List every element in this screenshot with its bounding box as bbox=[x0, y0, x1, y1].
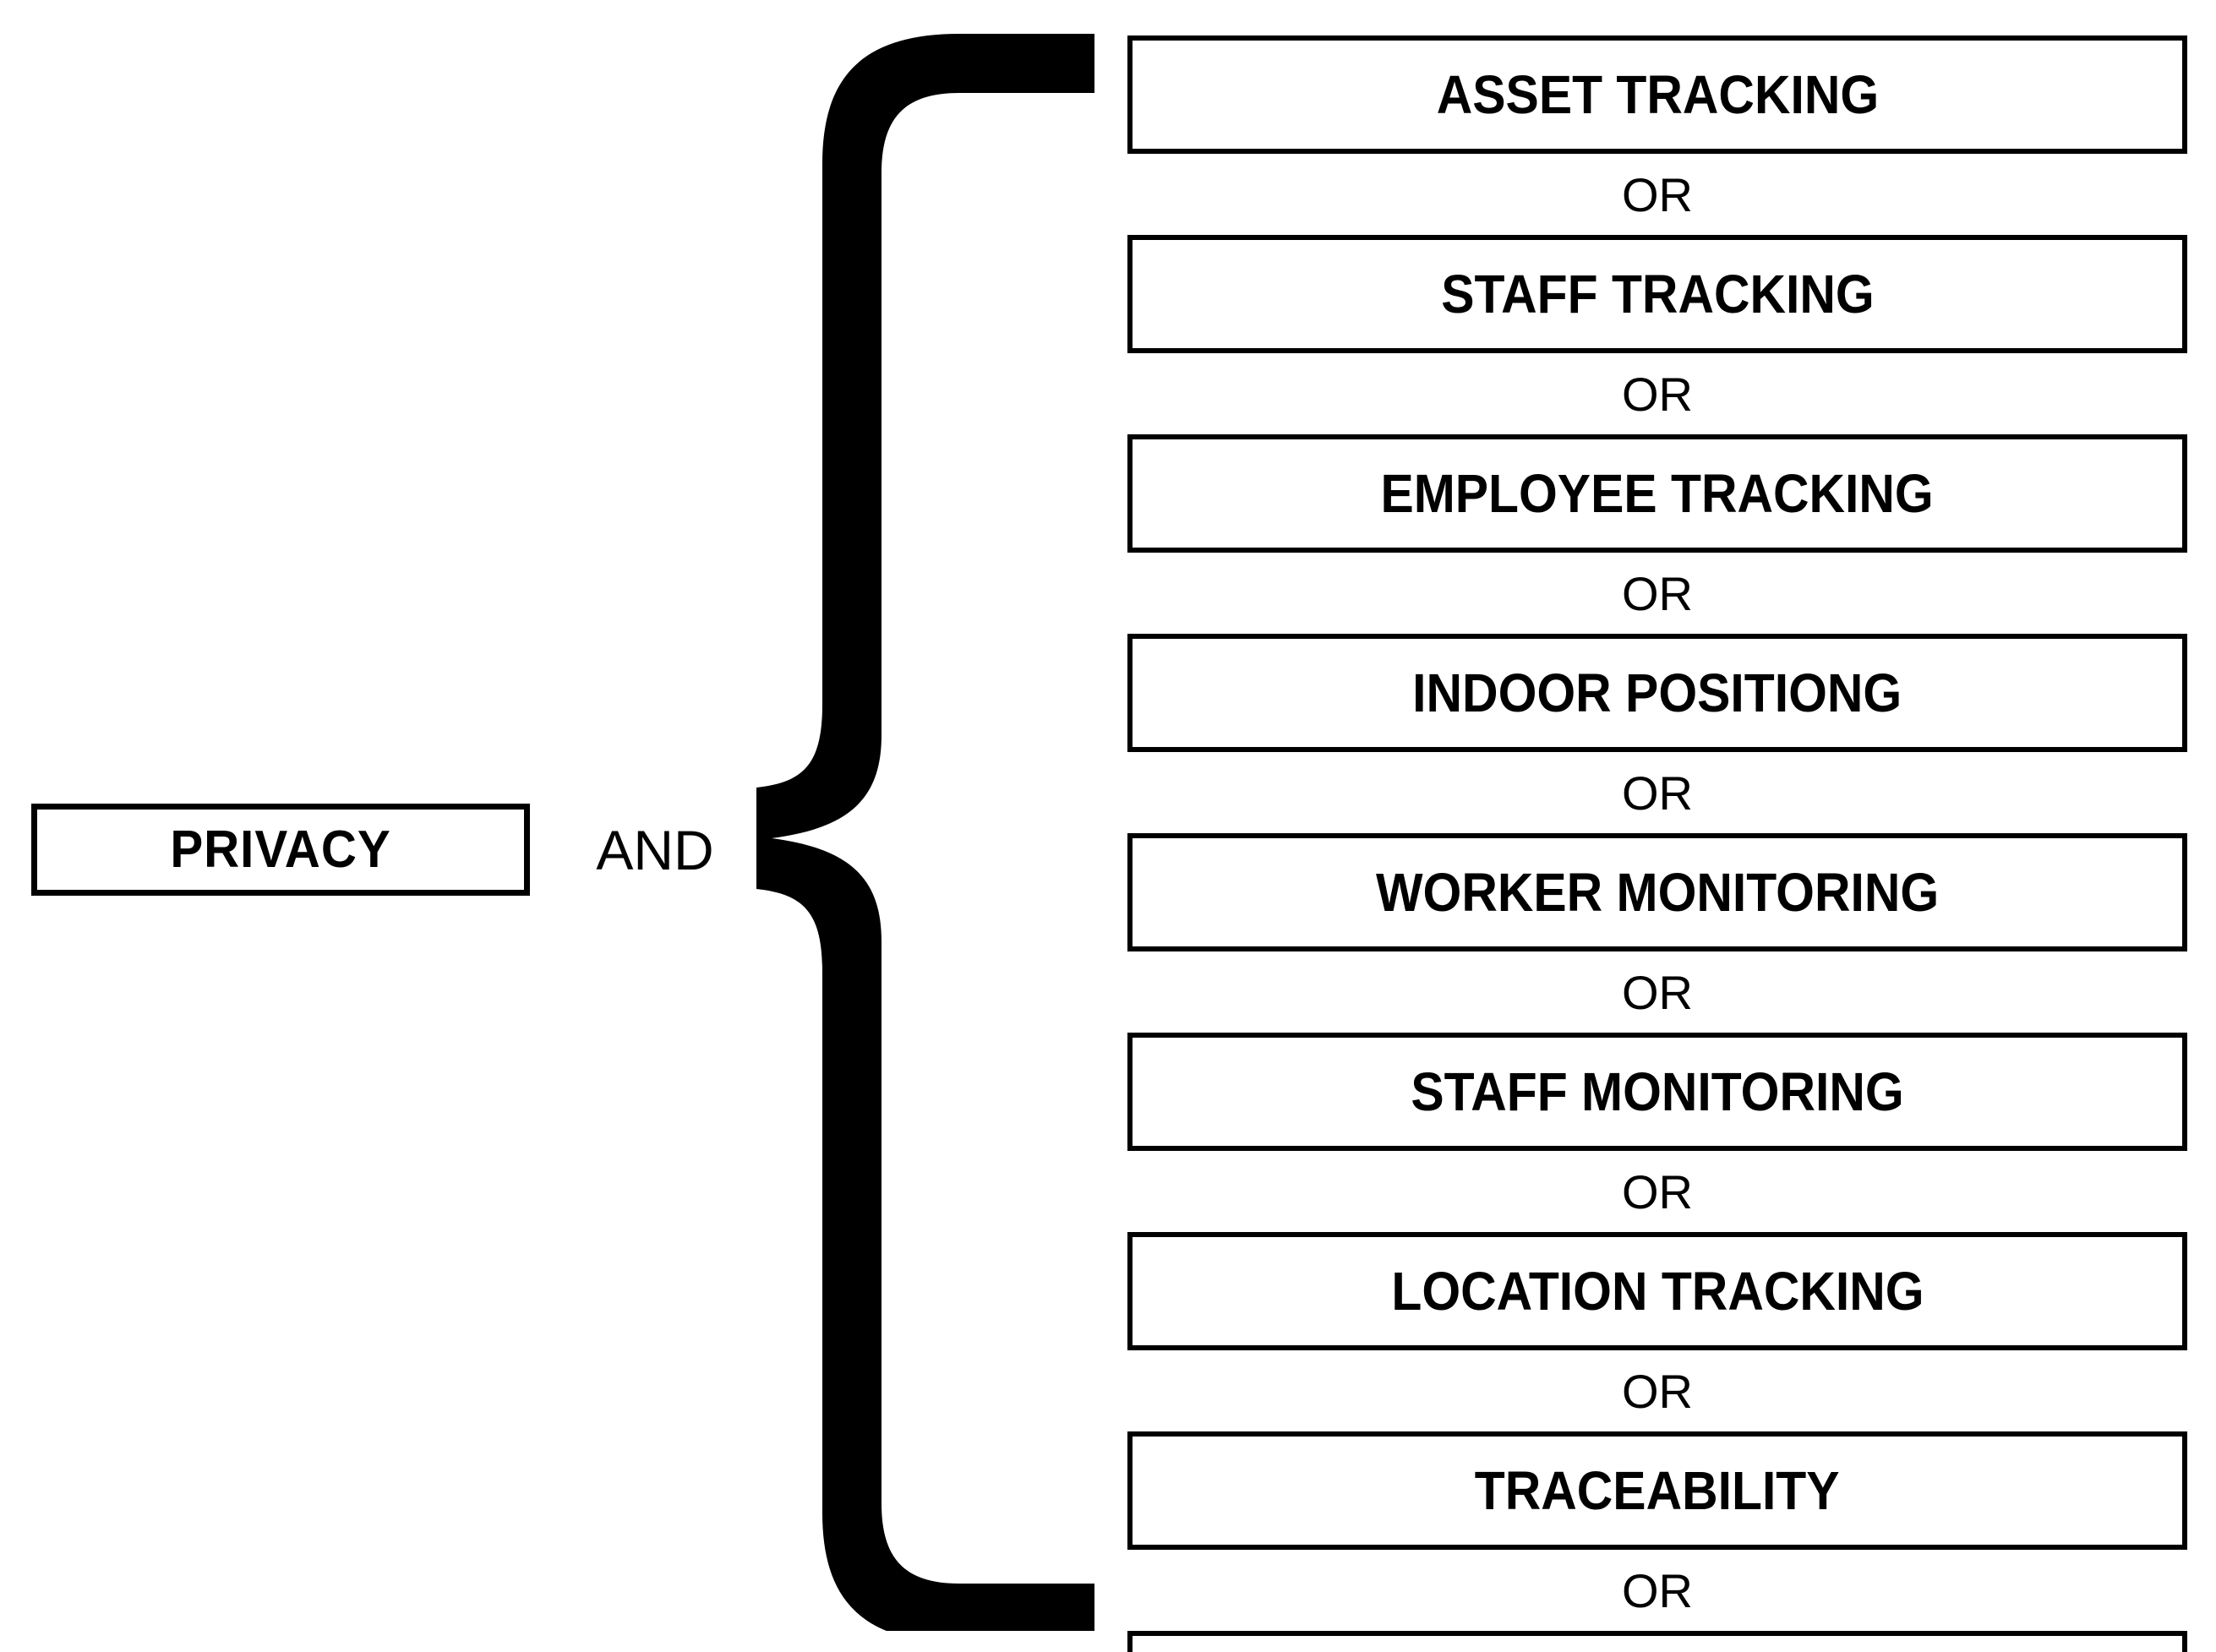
or-operator-label-7: OR bbox=[1622, 1364, 1693, 1418]
left-curly-brace-icon bbox=[756, 34, 1094, 1631]
option-box-realtime-location-systems[interactable]: REALTIME LOCATION SYSTEMS bbox=[1127, 1631, 2187, 1652]
or-operator-label-8: OR bbox=[1622, 1563, 1693, 1617]
option-row: REALTIME LOCATION SYSTEMS bbox=[1127, 1631, 2187, 1652]
or-operator-label-3: OR bbox=[1622, 566, 1693, 620]
option-row: LOCATION TRACKING bbox=[1127, 1232, 2187, 1350]
option-box-traceability[interactable]: TRACEABILITY bbox=[1127, 1431, 2187, 1550]
or-operator-label-2: OR bbox=[1622, 367, 1693, 421]
option-box-asset-tracking[interactable]: ASSET TRACKING bbox=[1127, 35, 2187, 154]
grouping-brace bbox=[756, 25, 1094, 1631]
option-box-location-tracking[interactable]: LOCATION TRACKING bbox=[1127, 1232, 2187, 1350]
option-row: STAFF TRACKING bbox=[1127, 235, 2187, 353]
option-label: INDOOR POSITIONG bbox=[1412, 662, 1902, 723]
option-label: ASSET TRACKING bbox=[1436, 64, 1879, 125]
concept-box-label: PRIVACY bbox=[170, 821, 391, 879]
option-label: TRACEABILITY bbox=[1475, 1460, 1840, 1521]
concept-box-privacy[interactable]: PRIVACY bbox=[31, 804, 530, 896]
options-stack: ASSET TRACKING OR STAFF TRACKING OR EMPL… bbox=[1127, 35, 2187, 1652]
option-row: EMPLOYEE TRACKING bbox=[1127, 434, 2187, 553]
option-row: WORKER MONITORING bbox=[1127, 833, 2187, 951]
or-operator-label-5: OR bbox=[1622, 965, 1693, 1019]
option-row: ASSET TRACKING bbox=[1127, 35, 2187, 154]
option-label: STAFF MONITORING bbox=[1411, 1061, 1904, 1122]
option-box-worker-monitoring[interactable]: WORKER MONITORING bbox=[1127, 833, 2187, 951]
option-box-employee-tracking[interactable]: EMPLOYEE TRACKING bbox=[1127, 434, 2187, 553]
or-operator-label-6: OR bbox=[1622, 1164, 1693, 1219]
and-operator-label: AND bbox=[596, 818, 714, 881]
option-row: INDOOR POSITIONG bbox=[1127, 634, 2187, 752]
option-label: STAFF TRACKING bbox=[1440, 264, 1875, 324]
or-operator-label-1: OR bbox=[1622, 167, 1693, 221]
option-row: TRACEABILITY bbox=[1127, 1431, 2187, 1550]
option-label: WORKER MONITORING bbox=[1375, 862, 1940, 923]
option-label: LOCATION TRACKING bbox=[1390, 1261, 1924, 1322]
option-row: STAFF MONITORING bbox=[1127, 1033, 2187, 1151]
option-box-staff-monitoring[interactable]: STAFF MONITORING bbox=[1127, 1033, 2187, 1151]
or-operator-label-4: OR bbox=[1622, 766, 1693, 820]
option-box-staff-tracking[interactable]: STAFF TRACKING bbox=[1127, 235, 2187, 353]
option-box-indoor-positioning[interactable]: INDOOR POSITIONG bbox=[1127, 634, 2187, 752]
option-label: EMPLOYEE TRACKING bbox=[1380, 463, 1935, 524]
